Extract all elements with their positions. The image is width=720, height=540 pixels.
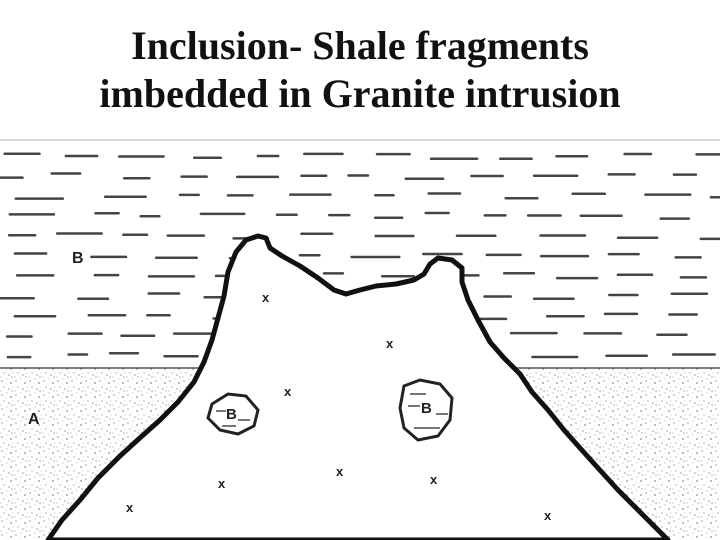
title-line-1: Inclusion- Shale fragments (131, 23, 589, 68)
granite-mark: x (218, 476, 226, 491)
surrounding-rock-label: A (28, 411, 40, 428)
granite-mark: x (126, 500, 134, 515)
granite-mark: x (386, 336, 394, 351)
slide-title: Inclusion- Shale fragments imbedded in G… (0, 22, 720, 118)
title-line-2: imbedded in Granite intrusion (99, 71, 621, 116)
inclusion-left-label: B (226, 406, 237, 423)
granite-mark: x (544, 508, 552, 523)
shale-layer-label: B (72, 250, 84, 267)
granite-mark: x (430, 472, 438, 487)
inclusion-right-label: B (421, 400, 432, 417)
granite-mark: x (336, 464, 344, 479)
shale-inclusion-right: B (398, 378, 454, 442)
granite-marks: x x x x x x x x (126, 290, 552, 523)
granite-mark: x (262, 290, 270, 305)
granite-mark: x (284, 384, 292, 399)
shale-inclusion-left: B (206, 392, 260, 436)
granite-intrusion (45, 233, 671, 540)
